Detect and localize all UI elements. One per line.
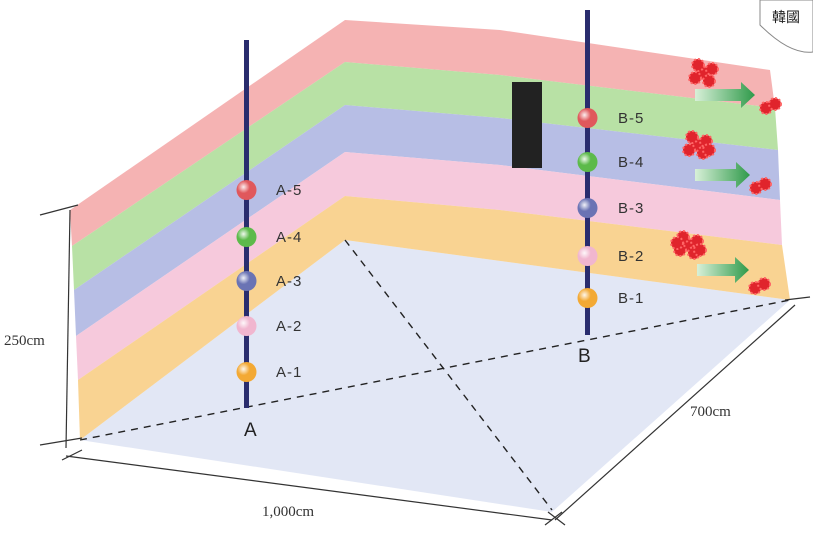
sampling-point-label: B-3 bbox=[618, 200, 644, 217]
corner-page-curl bbox=[759, 0, 813, 53]
particle bbox=[670, 236, 684, 250]
sampling-point-label: A-4 bbox=[276, 229, 302, 246]
sampling-point-shine bbox=[236, 180, 257, 200]
dimension-length-label: 1,000cm bbox=[262, 504, 314, 520]
airflow-arrow bbox=[695, 82, 755, 108]
particle bbox=[682, 143, 696, 157]
sampling-point-label: A-5 bbox=[276, 182, 302, 199]
pole-a: A-5A-4A-3A-2A-1 A bbox=[236, 40, 302, 441]
particle bbox=[768, 97, 782, 111]
sampling-point-shine bbox=[577, 108, 598, 128]
airflow-arrow bbox=[697, 257, 749, 283]
pole-a-name: A bbox=[244, 420, 257, 441]
sampling-point-label: A-1 bbox=[276, 364, 302, 381]
airflow-arrow bbox=[695, 162, 750, 188]
sampling-point-shine bbox=[236, 227, 257, 247]
sampling-point-label: B-4 bbox=[618, 154, 644, 171]
pole-b: B-5B-4B-3B-2B-1 B bbox=[577, 10, 644, 367]
dimension-depth-label: 700cm bbox=[690, 404, 731, 420]
pole-a-rod bbox=[244, 40, 249, 408]
particle-cluster bbox=[688, 58, 719, 88]
left-wall-band-orange bbox=[78, 196, 345, 440]
left-wall-band-blue bbox=[74, 105, 345, 336]
particle bbox=[691, 58, 705, 72]
sampling-point-shine bbox=[236, 316, 257, 336]
back-wall-band-green bbox=[345, 62, 778, 150]
floor-diagonal-2 bbox=[79, 299, 791, 441]
back-wall-band-pink bbox=[345, 152, 782, 245]
sampling-point-label: A-2 bbox=[276, 318, 302, 335]
particle-cluster bbox=[749, 177, 772, 195]
particle bbox=[702, 74, 716, 88]
sampling-point-shine bbox=[236, 271, 257, 291]
sampling-point-shine bbox=[577, 246, 598, 266]
floor bbox=[80, 240, 790, 512]
particle bbox=[693, 243, 707, 257]
dimension-lines bbox=[39, 204, 811, 526]
sampling-point-label: B-2 bbox=[618, 248, 644, 265]
corner-text: 韓國 bbox=[772, 10, 800, 26]
back-wall bbox=[345, 20, 790, 300]
particle bbox=[688, 71, 702, 85]
sampling-point-shine bbox=[577, 198, 598, 218]
particle bbox=[757, 277, 771, 291]
pole-b-name: B bbox=[578, 346, 591, 367]
left-wall bbox=[70, 20, 345, 440]
particle-cluster bbox=[748, 277, 771, 295]
back-wall-band-blue bbox=[345, 105, 780, 200]
particle-flow bbox=[670, 58, 782, 295]
sampling-point-shine bbox=[577, 152, 598, 172]
pole-b-rod bbox=[585, 10, 590, 335]
particle-cluster bbox=[682, 130, 716, 160]
particle bbox=[758, 177, 772, 191]
floor-diagonal-1 bbox=[344, 239, 553, 511]
sampling-point-label: A-3 bbox=[276, 273, 302, 290]
particle bbox=[702, 143, 716, 157]
dimension-height-label: 250cm bbox=[4, 333, 45, 349]
particle-cluster bbox=[670, 230, 707, 260]
particle bbox=[685, 130, 699, 144]
particle-cluster bbox=[759, 97, 782, 115]
sampling-point-shine bbox=[577, 288, 598, 308]
sampling-point-label: B-1 bbox=[618, 290, 644, 307]
sampling-point-shine bbox=[236, 362, 257, 382]
left-wall-band-red bbox=[70, 20, 345, 246]
source-panel bbox=[512, 82, 542, 168]
left-wall-band-pink bbox=[76, 152, 345, 380]
particle bbox=[705, 62, 719, 76]
left-wall-band-green bbox=[72, 62, 345, 290]
back-wall-band-orange bbox=[345, 196, 790, 300]
sampling-point-label: B-5 bbox=[618, 110, 644, 127]
back-wall-band-red bbox=[345, 20, 775, 108]
